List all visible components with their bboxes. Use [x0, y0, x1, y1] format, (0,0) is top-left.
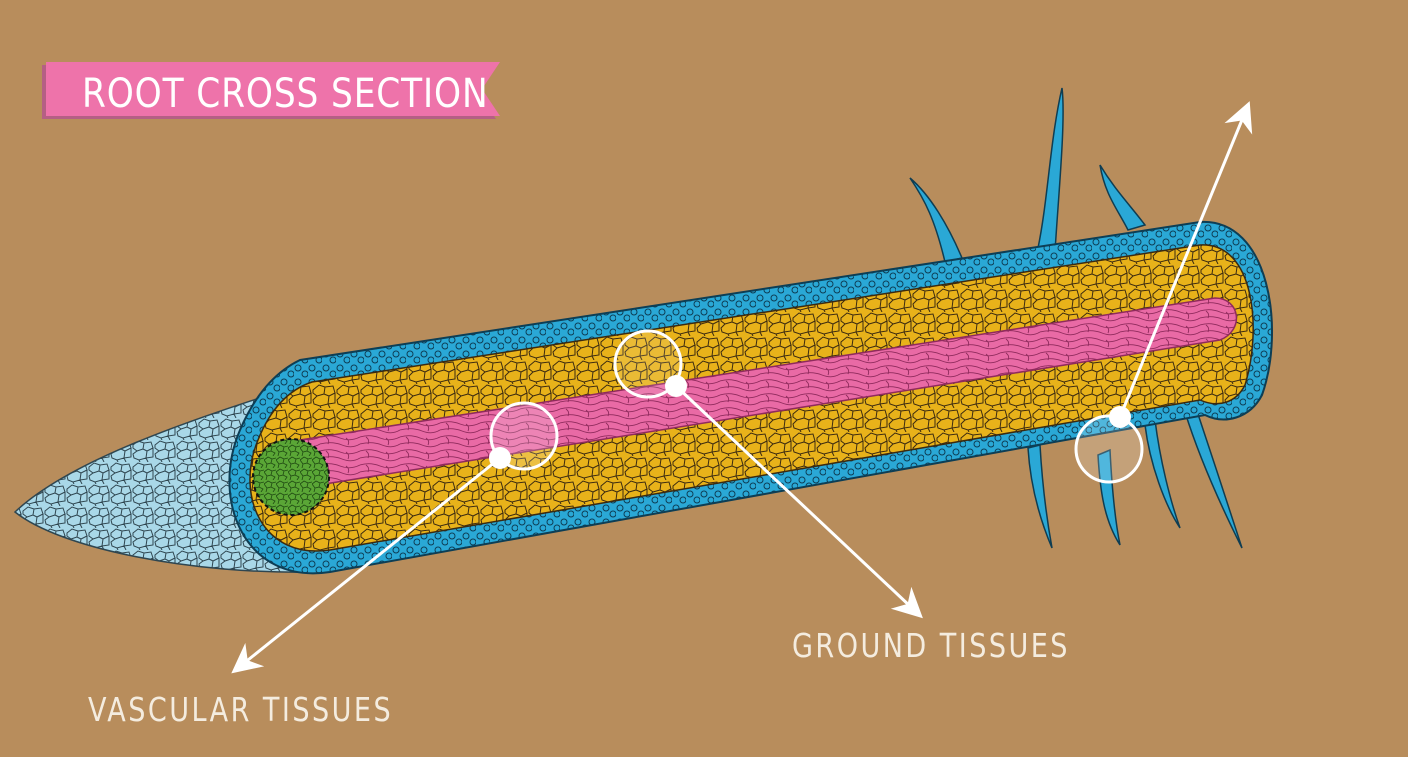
ground-callout-dot — [665, 375, 687, 397]
ground-arrow — [674, 384, 923, 619]
epidermis-arrow — [1118, 101, 1253, 418]
vascular-arrow — [231, 456, 501, 674]
ground-tissues-label: GROUND TISSUES — [792, 626, 1070, 665]
callout-dots — [489, 375, 1131, 469]
title-banner: ROOT CROSS SECTION — [42, 62, 500, 119]
root-hairs — [909, 87, 1243, 549]
vascular-callout-dot — [489, 447, 511, 469]
epidermis-callout-dot — [1109, 406, 1131, 428]
vascular-tissues-label: VASCULAR TISSUES — [88, 690, 394, 729]
page-title: ROOT CROSS SECTION — [82, 69, 489, 116]
vascular-cylinder — [299, 297, 1237, 489]
epidermis-callout-circle — [1074, 414, 1144, 484]
apical-meristem — [252, 438, 330, 516]
ground-callout-circle — [613, 329, 683, 399]
